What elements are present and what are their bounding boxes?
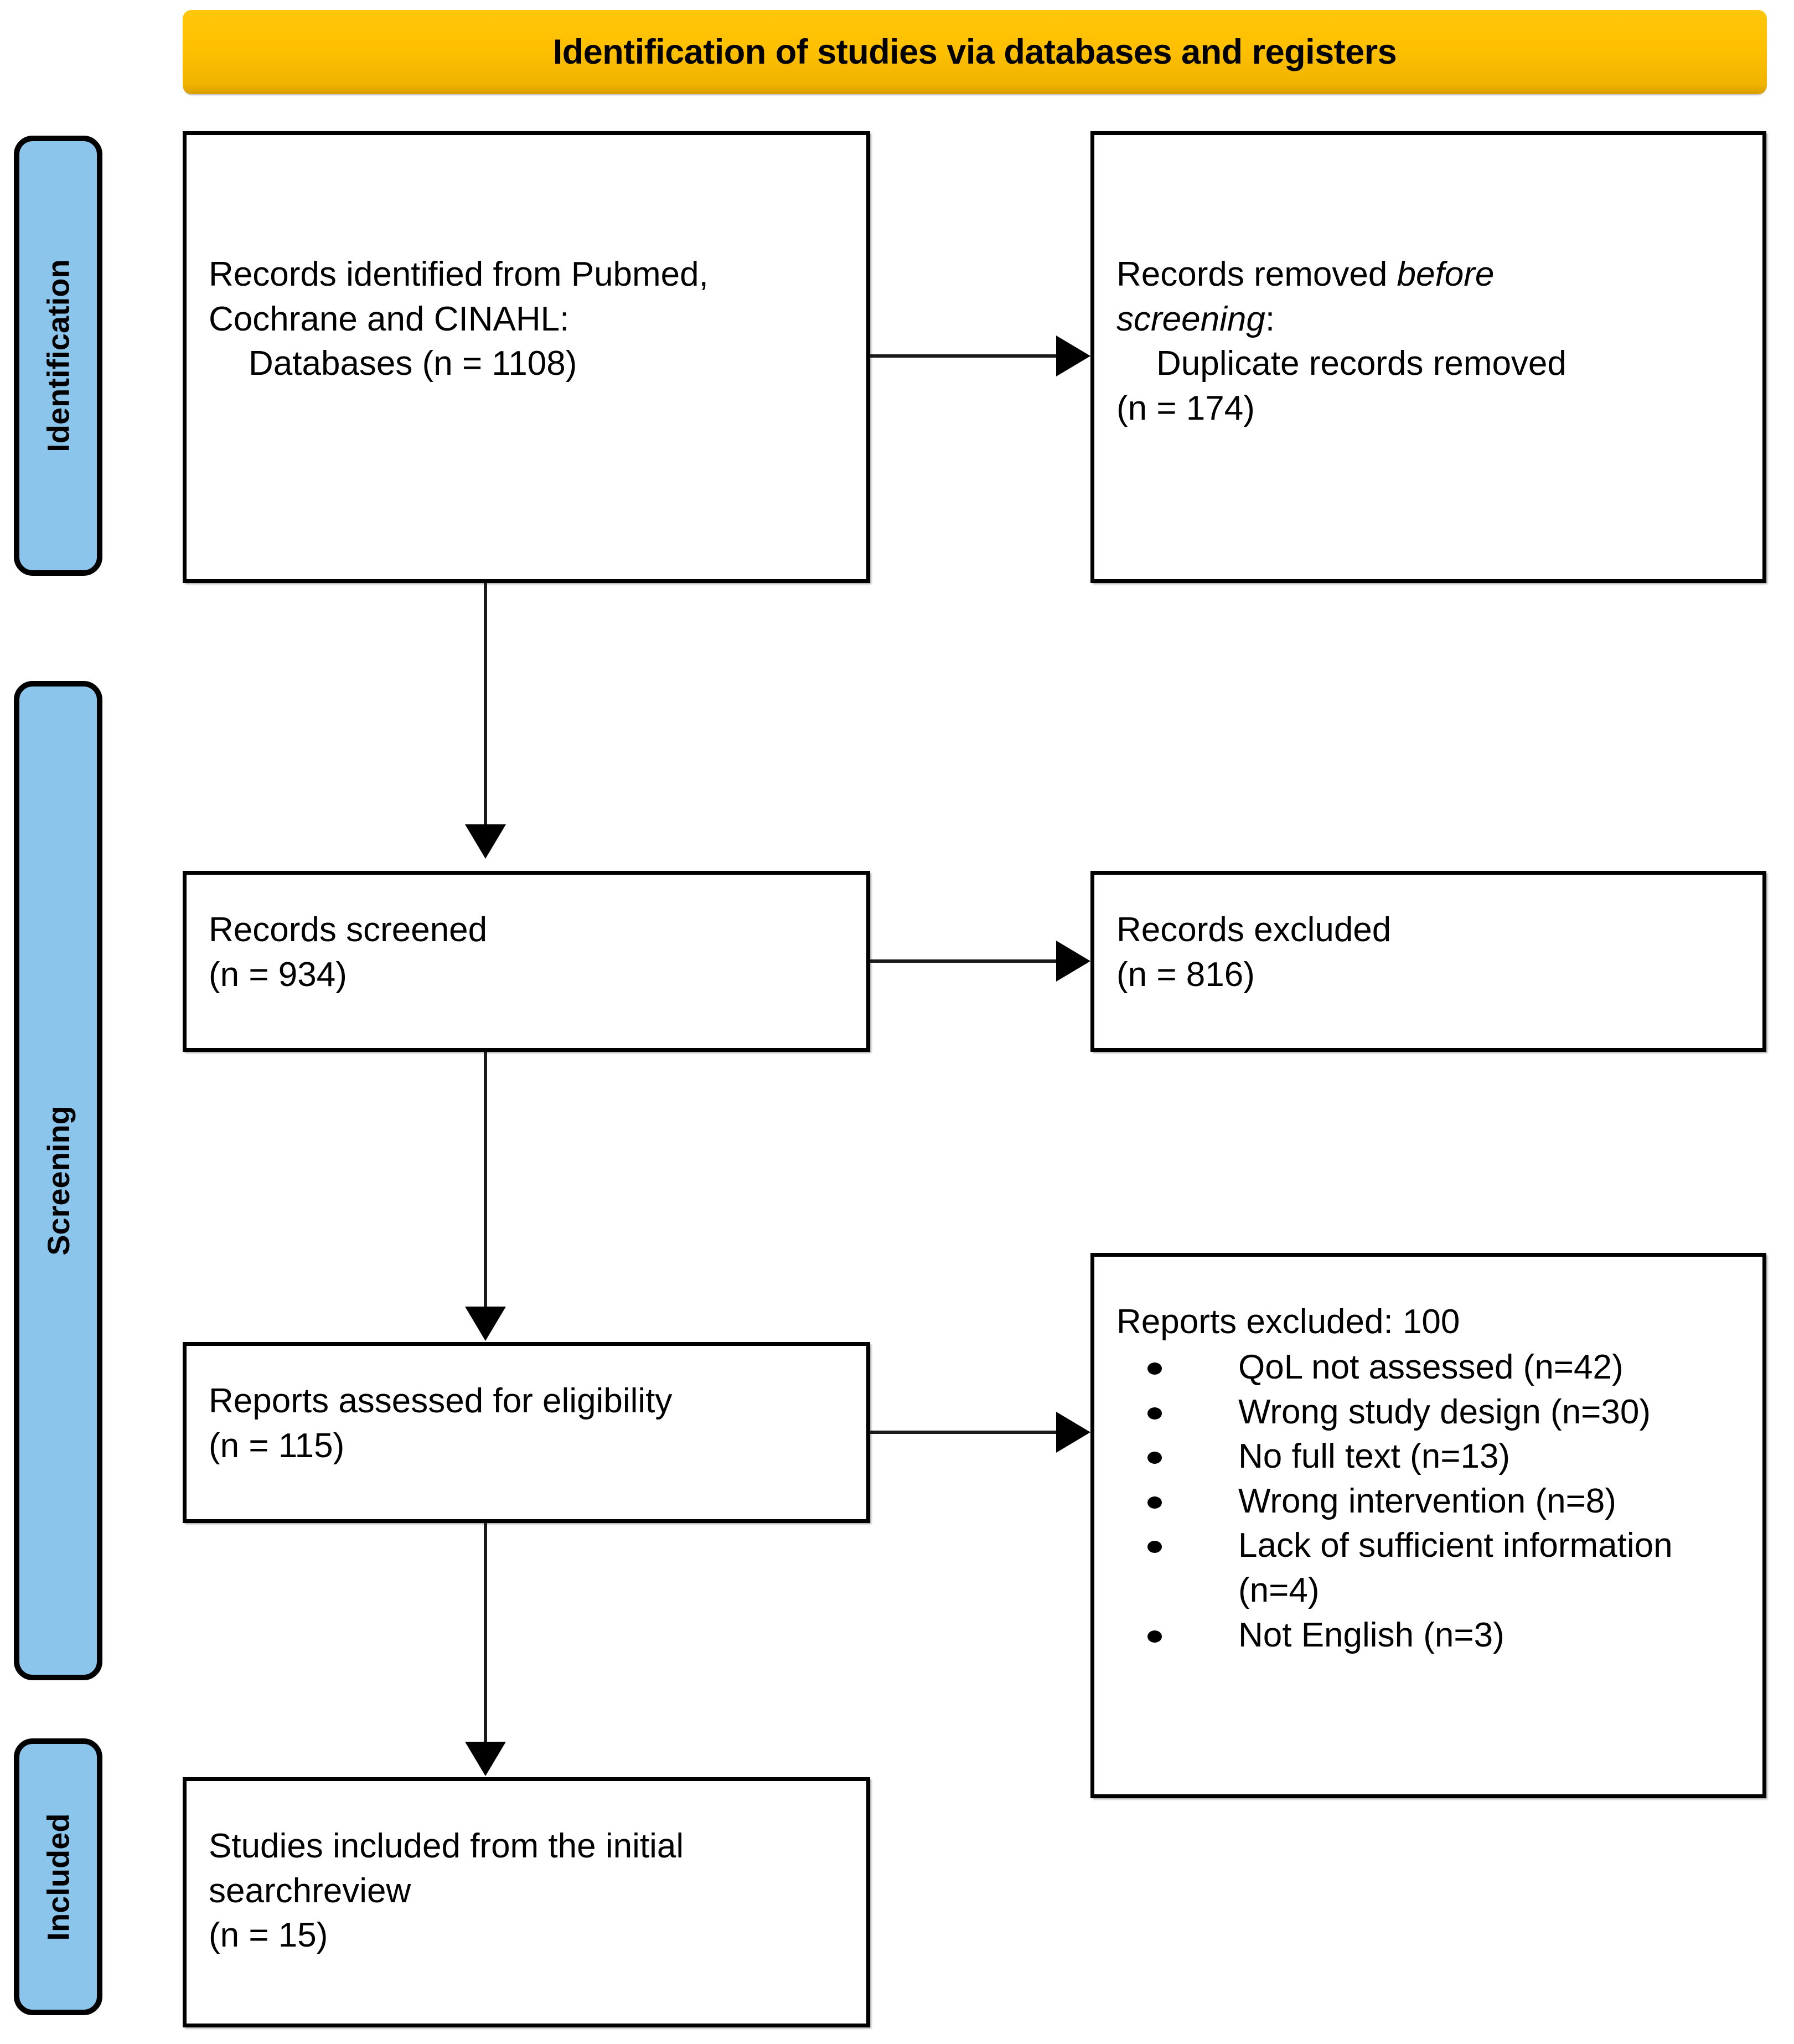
diagram-header-banner: Identification of studies via databases … [183, 10, 1767, 94]
node-records-identified-text: Records identified from Pubmed, Cochrane… [209, 252, 851, 386]
connector-assessed-to-included-line [484, 1523, 487, 1742]
bullet-icon [1147, 1362, 1162, 1375]
reason-label: Wrong intervention (n=8) [1238, 1482, 1616, 1520]
records-removed-italic-screening: screening [1116, 300, 1265, 338]
records-removed-line1-prefix: Records removed [1116, 255, 1397, 293]
reason-label: Wrong study design (n=30) [1238, 1392, 1651, 1431]
bullet-icon [1147, 1541, 1162, 1553]
list-item: Lack of sufficient information (n=4) [1116, 1524, 1752, 1613]
connector-screened-to-excluded-line [870, 959, 1056, 963]
bullet-icon [1147, 1407, 1162, 1420]
node-reports-excluded: Reports excluded: 100 QoL not assessed (… [1090, 1253, 1766, 1798]
studies-included-line2: searchreview [209, 1871, 411, 1910]
records-identified-line2: Cochrane and CINAHL: [209, 300, 570, 338]
bullet-icon [1147, 1496, 1162, 1509]
list-item: Wrong intervention (n=8) [1116, 1479, 1752, 1524]
node-studies-included: Studies included from the initial search… [183, 1777, 870, 2027]
stage-tab-included-label: Included [40, 1813, 76, 1941]
reason-label: Not English (n=3) [1238, 1615, 1505, 1654]
node-records-excluded: Records excluded (n = 816) [1090, 871, 1766, 1052]
bullet-icon [1147, 1452, 1162, 1464]
node-records-identified: Records identified from Pubmed, Cochrane… [183, 131, 870, 583]
connector-assessed-to-reports-excluded-arrowhead [1056, 1412, 1090, 1453]
records-screened-line2: (n = 934) [209, 955, 347, 994]
list-item: QoL not assessed (n=42) [1116, 1345, 1752, 1390]
page-title: Identification of studies via databases … [552, 33, 1397, 71]
records-removed-line4: (n = 174) [1116, 389, 1255, 427]
stage-tab-screening-label: Screening [40, 1106, 76, 1256]
stage-tab-identification: Identification [14, 136, 102, 576]
node-reports-assessed-text: Reports assessed for eligibility (n = 11… [209, 1379, 851, 1468]
node-records-removed: Records removed before screening: Duplic… [1090, 131, 1766, 583]
node-records-screened: Records screened (n = 934) [183, 871, 870, 1052]
reason-label: QoL not assessed (n=42) [1238, 1348, 1624, 1386]
node-records-excluded-text: Records excluded (n = 816) [1116, 908, 1747, 997]
stage-tab-included: Included [14, 1738, 102, 2015]
node-records-screened-text: Records screened (n = 934) [209, 908, 851, 997]
stage-tab-screening: Screening [14, 681, 102, 1680]
records-removed-colon: : [1265, 300, 1275, 338]
connector-screened-to-assessed-line [484, 1052, 487, 1307]
reports-excluded-heading: Reports excluded: 100 [1116, 1303, 1460, 1341]
node-studies-included-text: Studies included from the initial search… [209, 1824, 851, 1958]
connector-identified-to-screened-line [484, 583, 487, 824]
records-removed-line3: Duplicate records removed [1156, 344, 1566, 383]
connector-identified-to-removed-arrowhead [1056, 335, 1090, 376]
connector-identified-to-removed-line [870, 354, 1056, 358]
records-identified-line1: Records identified from Pubmed, [209, 255, 709, 293]
connector-identified-to-screened-arrowhead [465, 824, 506, 859]
reports-assessed-line2: (n = 115) [209, 1426, 345, 1465]
records-removed-italic-before: before [1397, 255, 1495, 293]
stage-tab-identification-label: Identification [40, 259, 76, 452]
records-excluded-line1: Records excluded [1116, 911, 1392, 949]
reports-assessed-line1: Reports assessed for eligibility [209, 1382, 673, 1420]
reports-excluded-reason-list: QoL not assessed (n=42) Wrong study desi… [1116, 1345, 1752, 1658]
records-excluded-line2: (n = 816) [1116, 955, 1255, 994]
reason-label: No full text (n=13) [1238, 1437, 1511, 1476]
list-item: No full text (n=13) [1116, 1434, 1752, 1479]
records-screened-line1: Records screened [209, 911, 488, 949]
studies-included-line3: (n = 15) [209, 1916, 328, 1955]
connector-assessed-to-included-arrowhead [465, 1742, 506, 1776]
connector-screened-to-assessed-arrowhead [465, 1307, 506, 1341]
reason-label: Lack of sufficient information (n=4) [1238, 1526, 1673, 1609]
list-item: Not English (n=3) [1116, 1613, 1752, 1658]
node-reports-assessed: Reports assessed for eligibility (n = 11… [183, 1342, 870, 1523]
records-identified-line3: Databases (n = 1108) [249, 344, 577, 383]
connector-assessed-to-reports-excluded-line [870, 1431, 1056, 1434]
bullet-icon [1147, 1630, 1162, 1643]
connector-screened-to-excluded-arrowhead [1056, 941, 1090, 982]
studies-included-line1: Studies included from the initial [209, 1827, 684, 1865]
node-records-removed-text: Records removed before screening: Duplic… [1116, 252, 1747, 431]
list-item: Wrong study design (n=30) [1116, 1390, 1752, 1435]
